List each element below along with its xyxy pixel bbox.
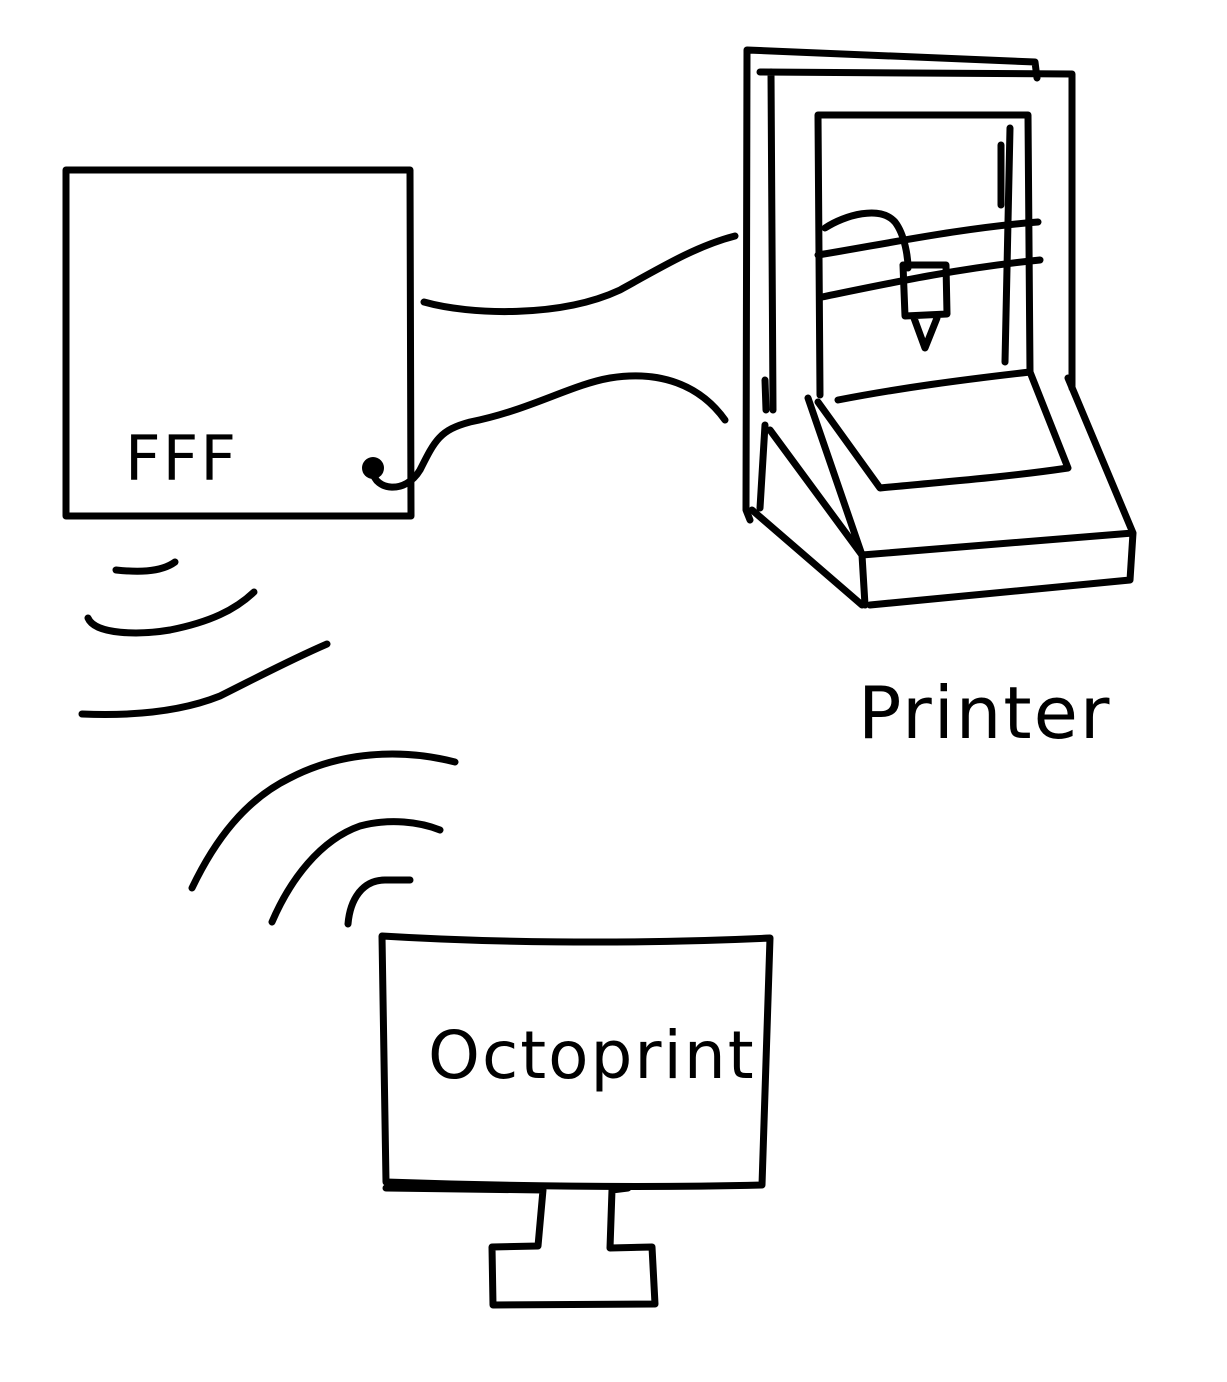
fff-box bbox=[62, 166, 415, 520]
printer-bed bbox=[814, 368, 1072, 492]
octoprint-label: Octoprint bbox=[428, 1017, 756, 1094]
octoprint-wave-1 bbox=[344, 876, 414, 928]
fff-wave-3 bbox=[78, 640, 331, 718]
printer-base bbox=[748, 374, 1137, 609]
monitor-screen bbox=[378, 932, 774, 1190]
printer-print-head bbox=[899, 261, 951, 352]
fff-port-dot bbox=[362, 457, 384, 479]
fff-node: FFF bbox=[62, 166, 415, 520]
wireless-signal-fff bbox=[78, 558, 331, 718]
octoprint-wave-3 bbox=[188, 750, 459, 892]
cable-lower bbox=[369, 372, 729, 491]
printer-filament-tube bbox=[821, 209, 912, 272]
cable-connection bbox=[369, 232, 739, 491]
printer-node: Printer bbox=[742, 46, 1137, 755]
fff-wave-1 bbox=[112, 558, 179, 575]
printer-rail-top bbox=[814, 218, 1042, 259]
printer-rail-bottom bbox=[818, 256, 1044, 301]
octoprint-wave-2 bbox=[268, 818, 444, 926]
octoprint-node: Octoprint bbox=[378, 932, 774, 1309]
printer-front-frame bbox=[756, 68, 1076, 414]
fff-label: FFF bbox=[125, 422, 238, 495]
fff-wave-2 bbox=[84, 588, 258, 637]
cable-upper bbox=[420, 232, 739, 316]
monitor-stand bbox=[382, 1184, 659, 1309]
wireless-signal-octoprint bbox=[188, 750, 459, 928]
printer-label: Printer bbox=[858, 671, 1112, 755]
